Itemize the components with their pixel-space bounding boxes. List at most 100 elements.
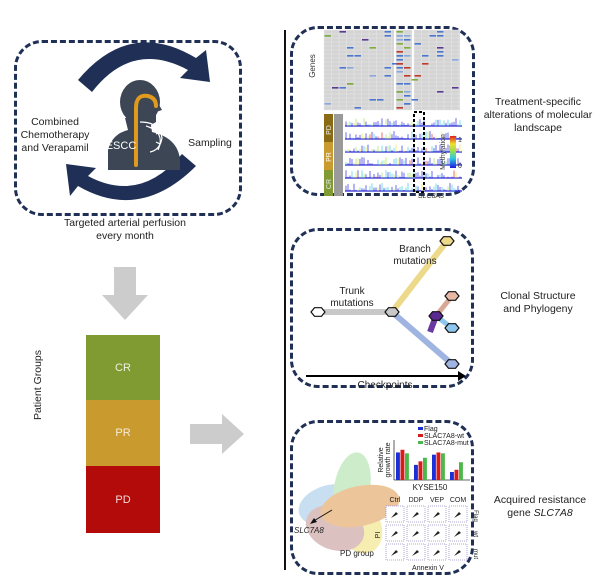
mutation-mark xyxy=(437,51,444,53)
group-pr[interactable]: PR xyxy=(86,400,160,466)
clonal-caption: Clonal Structure and Phylogeny xyxy=(488,290,588,316)
flow-scatter xyxy=(391,512,398,518)
clone-node-5 xyxy=(444,323,460,333)
mutation-mark xyxy=(396,39,403,41)
slc8a3-label: SLC8A3 xyxy=(418,193,444,200)
mutation-mark xyxy=(404,55,411,57)
mutation-mark xyxy=(354,107,361,109)
clonal-caption-line-1: Clonal Structure xyxy=(500,290,576,302)
flow-col-vep: VEP xyxy=(430,497,444,504)
perfusion-label: Targeted arterial perfusion every month xyxy=(50,217,200,243)
clone-node-3 xyxy=(444,291,460,301)
resistance-caption: Acquired resistance gene SLC7A8 xyxy=(488,494,592,520)
flow-scatter xyxy=(454,531,461,537)
bar-ylabel-1: Relative xyxy=(378,447,385,472)
legend-label-wt: SLAC7A8-wt xyxy=(424,433,464,440)
molecular-caption-line-3: landscape xyxy=(514,122,562,134)
sample-bar-pr xyxy=(324,142,333,170)
treatment-line-2: Chemotherapy xyxy=(20,129,90,141)
legend-swatch-flag xyxy=(418,427,423,430)
molecular-landscape-box xyxy=(290,26,475,196)
mutation-mark xyxy=(452,87,459,89)
clone-node-1 xyxy=(384,307,400,317)
mutation-mark xyxy=(422,63,429,65)
mutation-mark xyxy=(347,67,354,69)
branch-blue xyxy=(390,309,454,367)
venn-group-label: PD group xyxy=(340,549,374,558)
mutation-mark xyxy=(396,67,403,69)
mutation-mark xyxy=(384,35,391,37)
mutation-mark xyxy=(437,91,444,93)
resistance-caption-line-2: gene SLC7A8 xyxy=(488,507,592,520)
bar-ddp-slac7a8-wt xyxy=(418,461,423,480)
mutation-mark xyxy=(362,39,369,41)
treatment-line-1: Combined xyxy=(31,116,79,128)
mutation-mark xyxy=(396,83,403,85)
bar-com-slac7a8-mut xyxy=(459,462,463,480)
clone-node-0 xyxy=(310,307,326,317)
venn-arrowhead-icon xyxy=(310,518,317,524)
venn-petal-orange xyxy=(320,484,400,528)
sampling-label: Sampling xyxy=(188,137,232,149)
mutation-mark xyxy=(437,55,444,57)
bar-vep-slac7a8-wt xyxy=(436,452,441,480)
sample-label-pr: PR xyxy=(326,152,333,162)
legend-swatch-mut xyxy=(418,441,423,444)
mutation-mark xyxy=(396,91,403,93)
resistance-caption-line-1: Acquired resistance xyxy=(493,494,587,506)
flow-ylabel: PI xyxy=(375,532,382,539)
right-arrow-icon xyxy=(190,414,244,454)
mutation-mark xyxy=(452,59,459,61)
bar-vep-slac7a8-mut xyxy=(441,453,445,480)
flow-scatter xyxy=(433,550,440,556)
mutation-mark xyxy=(404,75,411,77)
mutation-mark xyxy=(404,91,411,93)
group-pd[interactable]: PD xyxy=(86,466,160,533)
treatment-cycle-box xyxy=(14,40,242,216)
flow-col-ctrl: Ctrl xyxy=(390,497,401,504)
phylogeny-graphic: Checkpoints Branch mutations Trunk mutat… xyxy=(306,236,466,391)
mutation-mark xyxy=(404,39,411,41)
flow-col-com: COM xyxy=(450,497,467,504)
down-arrow-icon xyxy=(102,267,148,320)
mutation-mark xyxy=(396,51,403,53)
patient-silhouette-icon xyxy=(108,80,180,170)
flow-scatter xyxy=(433,512,440,518)
bar-xlabel: KYSE150 xyxy=(413,483,448,492)
mutation-mark xyxy=(396,43,403,45)
mutation-mark xyxy=(347,83,354,85)
group-cr[interactable]: CR xyxy=(86,335,160,400)
mutation-mark xyxy=(404,47,411,49)
clonal-structure-box xyxy=(290,228,474,388)
perfusion-line-2: every month xyxy=(96,230,154,242)
mutation-mark xyxy=(324,103,331,105)
flow-row-flag: Flag xyxy=(472,510,478,522)
subsample-bar xyxy=(334,114,343,196)
genes-label: Genes xyxy=(308,54,317,78)
mutation-mark xyxy=(396,35,403,37)
molecular-caption-line-2: alterations of molecular xyxy=(483,109,593,121)
flow-xlabel: Annexin V xyxy=(412,565,444,572)
patient-groups-stack: CR PR PD xyxy=(86,335,160,533)
flow-scatter xyxy=(454,550,461,556)
branch-label-1: Branch xyxy=(399,244,431,255)
resistance-caption-gene: SLC7A8 xyxy=(533,507,573,519)
treatment-line-3: and Verapamil xyxy=(21,142,89,154)
mutation-mark xyxy=(369,99,376,101)
resistance-gene-box xyxy=(290,420,474,575)
vertical-divider xyxy=(284,30,286,570)
mutation-mark xyxy=(437,35,444,37)
mutation-mark xyxy=(411,99,418,101)
mutation-mark xyxy=(384,75,391,77)
bar-ctrl-slac7a8-mut xyxy=(405,453,409,480)
mutation-mark xyxy=(339,31,346,33)
bar-ctrl-flag xyxy=(396,452,400,480)
methylation-colorbar xyxy=(450,136,456,168)
bar-com-flag xyxy=(450,472,454,480)
mutation-mark xyxy=(404,83,411,85)
flow-scatter xyxy=(412,512,419,518)
mutation-mark xyxy=(396,71,403,73)
flow-row-mut: mut xyxy=(472,549,478,559)
checkpoints-arrowhead-icon xyxy=(458,371,466,381)
methylation-max: 1 xyxy=(458,137,462,144)
